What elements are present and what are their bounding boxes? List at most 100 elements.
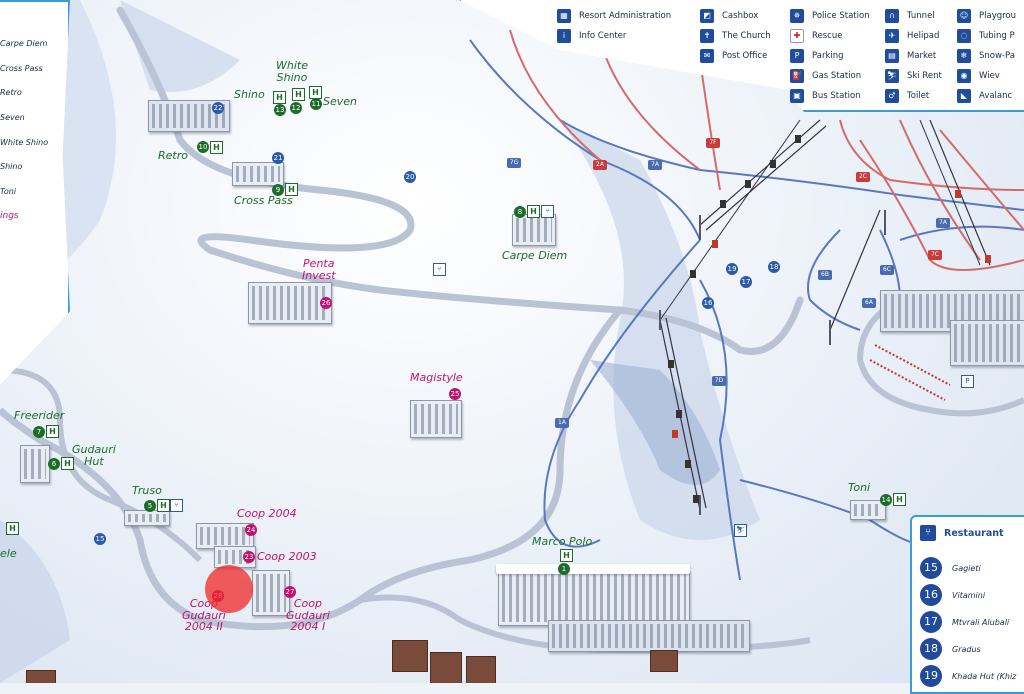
legend-item-resort-admin[interactable]: ▦Resort Administration	[557, 9, 671, 23]
badge-22: 22	[212, 102, 224, 114]
legend-item-post-office[interactable]: ✉Post Office	[700, 49, 767, 63]
hotel-icon: H	[210, 141, 223, 154]
resort-admin-icon: ▦	[557, 9, 571, 23]
legend-hotel-carpe-diem[interactable]: Carpe Diem	[0, 39, 48, 48]
legend-item-cashbox[interactable]: ◩Cashbox	[700, 9, 758, 23]
legend-item-market[interactable]: ▤Market	[885, 49, 936, 63]
chalet-5	[26, 670, 56, 683]
legend-item-police[interactable]: ✵Police Station	[790, 9, 870, 23]
hotel-penta-invest-label[interactable]: Penta Invest	[302, 257, 336, 282]
legend-item-label: Bus Station	[812, 91, 861, 101]
restaurant-icon: ⑂	[433, 263, 446, 276]
hotel-retro-label[interactable]: Retro	[158, 149, 188, 162]
legend-item-view[interactable]: ◉Wiev	[957, 69, 1000, 83]
legend-item-snow-park[interactable]: ❄Snow-Pa	[957, 49, 1015, 63]
selected-location-marker[interactable]	[205, 565, 253, 613]
hotel-coop-2004-ii-label[interactable]: Coop Gudauri 2004 II	[182, 597, 226, 634]
gudauri-hut-building	[20, 445, 50, 483]
legend-item-ski-rent[interactable]: ⛷Ski Rent	[885, 69, 942, 83]
hotel-icon: H	[285, 183, 298, 196]
chalet-3	[466, 656, 496, 683]
playground-icon: ☺	[957, 9, 971, 23]
ski-rent-icon: ⛷	[885, 69, 899, 83]
marco-polo-roof	[496, 564, 690, 574]
legend-item-parking[interactable]: P Parking	[790, 49, 844, 63]
badge-gudauri-hut: 6	[48, 458, 60, 470]
hotel-icon: H	[6, 522, 19, 535]
legend-item-playground[interactable]: ☺Playgrou	[957, 9, 1016, 23]
coop-2004-building	[196, 523, 254, 549]
legend-item-label: Toilet	[907, 91, 930, 101]
hotel-seven-label[interactable]: Seven	[323, 95, 357, 108]
hotel-icon: H	[46, 425, 59, 438]
legend-item-tubing[interactable]: ◌Tubing P	[957, 29, 1015, 43]
lift-7a-east: 7A	[936, 218, 950, 228]
legend-item-label: Market	[907, 51, 937, 61]
lift-2c: 2C	[856, 172, 870, 182]
legend-item-rescue[interactable]: ✚ Rescue	[790, 29, 842, 43]
parking-icon: P	[790, 49, 804, 63]
legend-item-avalanche[interactable]: ◣Avalanc	[957, 89, 1012, 103]
legend-item-helipad[interactable]: ✈Helipad	[885, 29, 939, 43]
legend-item-label: Parking	[812, 51, 844, 61]
restaurant-name: Gradus	[952, 644, 981, 654]
legend-item-label: Info Center	[579, 31, 627, 41]
legend-item-bus[interactable]: ▣Bus Station	[790, 89, 861, 103]
hotel-coop-2004-i-label[interactable]: Coop Gudauri 2004 I	[286, 597, 330, 634]
badge-16: 16	[702, 297, 714, 309]
hotel-shino-label[interactable]: Shino	[234, 88, 265, 101]
legend-hotel-toni[interactable]: Toni	[0, 187, 17, 196]
hotel-gudauri-hut-label[interactable]: Gudauri Hut	[72, 443, 116, 468]
badge-coop2004i: 27	[284, 586, 296, 598]
hotel-toni-label[interactable]: Toni	[848, 481, 871, 494]
badge-19: 19	[726, 263, 738, 275]
restaurant-icon: ⑂	[170, 499, 183, 512]
restaurant-number-badge: 19	[920, 665, 942, 687]
lift-7f: 7F	[706, 138, 720, 148]
tubing-icon: ◌	[957, 29, 971, 43]
legend-item-toilet[interactable]: ♂Toilet	[885, 89, 929, 103]
rescue-icon: ✚	[790, 29, 804, 43]
hotel-cross-pass-label[interactable]: Cross Pass	[234, 194, 293, 207]
hotel-magistyle-label[interactable]: Magistyle	[410, 371, 463, 384]
legend-hotel-seven[interactable]: Seven	[0, 113, 25, 122]
hotel-partial-label[interactable]: ele	[0, 547, 17, 560]
restaurant-name: Vitamini	[952, 590, 986, 600]
badge-15: 15	[94, 533, 106, 545]
hotel-truso-label[interactable]: Truso	[132, 484, 162, 497]
legend-hotel-white-shino[interactable]: White Shino	[0, 138, 49, 147]
badge-magistyle: 25	[449, 388, 461, 400]
hotel-white-shino-label[interactable]: White Shino	[276, 59, 308, 84]
legend-hotel-cross-pass[interactable]: Cross Pass	[0, 64, 43, 73]
hotel-coop-2004-label[interactable]: Coop 2004	[237, 507, 297, 520]
legend-item-label: Helipad	[907, 31, 940, 41]
legend-restaurant-title: Restaurant	[944, 527, 1004, 539]
badge-coop2004: 24	[245, 524, 257, 536]
hotel-freerider-label[interactable]: Freerider	[14, 409, 65, 422]
legend-item-church[interactable]: ✝The Church	[700, 29, 771, 43]
hotel-icon: H	[560, 549, 573, 562]
hotel-carpe-diem-label[interactable]: Carpe Diem	[502, 249, 568, 262]
police-icon: ✵	[790, 9, 804, 23]
legend-item-label: Rescue	[812, 31, 843, 41]
badge-shino: 13	[274, 104, 286, 116]
legend-hotel-shino[interactable]: Shino	[0, 162, 23, 171]
badge-truso: 5	[144, 500, 156, 512]
badge-20: 20	[404, 171, 416, 183]
badge-carpe-diem: 8	[514, 206, 526, 218]
hotel-coop-2003-label[interactable]: Coop 2003	[257, 550, 317, 563]
hotel-marco-polo-label[interactable]: Marco Polo	[532, 535, 593, 548]
legend-hotel-retro[interactable]: Retro	[0, 88, 22, 97]
legend-item-tunnel[interactable]: ∩Tunnel	[885, 9, 935, 23]
badge-18: 18	[768, 261, 780, 273]
lift-6a: 6A	[862, 298, 876, 308]
hotel-icon: H	[292, 88, 305, 101]
legend-item-gas-station[interactable]: ⛽Gas Station	[790, 69, 861, 83]
badge-white-shino: 12	[290, 102, 302, 114]
